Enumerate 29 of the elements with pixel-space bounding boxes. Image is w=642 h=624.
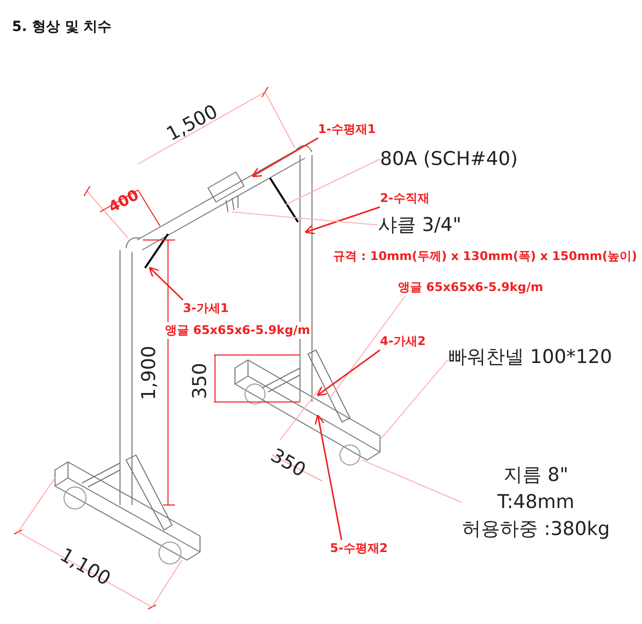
spec-label: 샤클 3/4" [378,212,462,238]
dimension-label: 400 [106,186,142,216]
spec-label: 지름 8" [502,463,570,488]
callout-label: 3-가세1 [183,300,229,317]
callout-label: 4-가새2 [380,333,426,350]
spec-label: 빠워찬넬 100*120 [448,344,612,370]
leader-line [232,212,378,226]
spec-label: 80A (SCH#40) [380,148,518,170]
leader-line [362,460,462,503]
arrow [304,206,380,234]
dimension-label: 350 [266,444,310,482]
callout-label: 1-수평재1 [318,121,376,138]
arrow [148,266,184,301]
leader-line [284,158,380,206]
leader-line [330,296,406,398]
callout-label: 규격 : 10mm(두께) x 130mm(폭) x 150mm(높이) [333,248,638,265]
spec-label: T:48mm [496,490,576,515]
callout-label: 2-수직재 [380,190,430,207]
spec-label: 허용하중 :380kg [462,517,610,542]
callout-label: 앵글 65x65x6-5.9kg/m [398,279,544,296]
dimension-label: 1,900 [138,346,160,400]
arrow [316,349,380,396]
arrow [252,137,318,178]
leader-line [380,359,448,440]
callout-label: 5-수평재2 [330,540,388,557]
arrow [314,414,342,540]
section-title: 5. 형상 및 치수 [12,18,112,36]
dimension-label: 350 [189,362,212,400]
callout-label: 앵글 65x65x6-5.9kg/m [165,322,310,339]
